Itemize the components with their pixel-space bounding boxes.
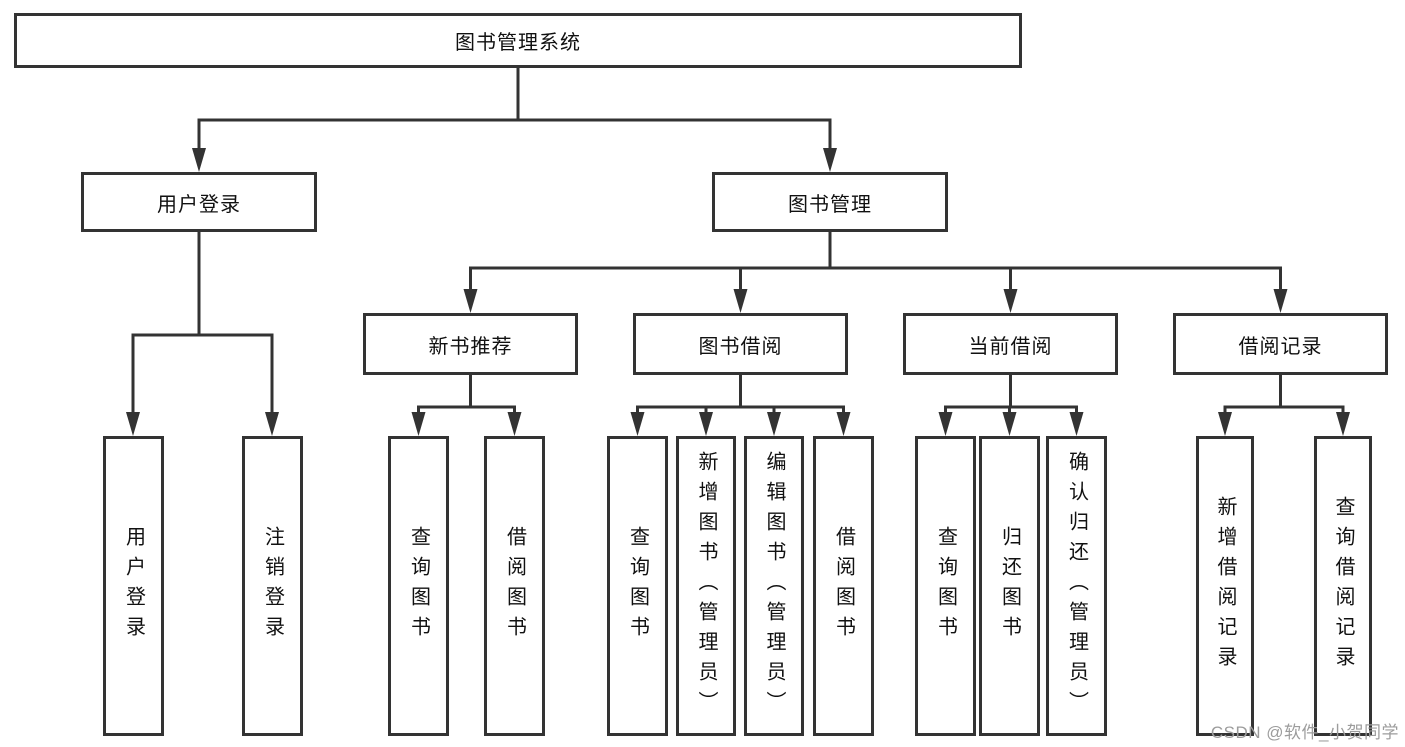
leaf-borrow-query-books: 查询图书 [607, 436, 668, 736]
arrow-down-icon [938, 412, 953, 436]
arrow-down-icon [1336, 412, 1350, 436]
arrow-down-icon [767, 412, 781, 436]
node-book-management: 图书管理 [712, 172, 948, 232]
node-borrowing-records-label: 借阅记录 [1238, 335, 1323, 358]
node-current-borrowing: 当前借阅 [903, 313, 1118, 375]
arrow-down-icon [1273, 289, 1288, 313]
leaf-record-add-label: 新增借阅记录 [1214, 496, 1236, 676]
leaf-current-confirm-return-admin: 确认归还（管理员） [1046, 436, 1107, 736]
csdn-watermark: CSDN @软件_小贺同学 [1210, 723, 1399, 742]
leaf-record-query: 查询借阅记录 [1314, 436, 1372, 736]
arrow-down-icon [411, 412, 426, 436]
arrow-down-icon [1069, 412, 1084, 436]
leaf-logout: 注销登录 [242, 436, 303, 736]
arrowhead-group [126, 148, 1350, 436]
node-book-borrowing-label: 图书借阅 [698, 335, 783, 358]
node-user-login-label: 用户登录 [157, 193, 241, 216]
node-book-borrowing: 图书借阅 [633, 313, 848, 375]
node-root-label: 图书管理系统 [455, 32, 581, 54]
node-new-book-recommend-label: 新书推荐 [428, 335, 513, 358]
arrow-down-icon [192, 148, 206, 172]
node-user-login: 用户登录 [81, 172, 317, 232]
leaf-recommend-borrow-books-label: 借阅图书 [503, 526, 526, 646]
arrow-down-icon [699, 412, 713, 436]
leaf-recommend-query-books-label: 查询图书 [407, 526, 430, 646]
arrow-down-icon [1003, 289, 1018, 313]
node-current-borrowing-label: 当前借阅 [968, 335, 1053, 358]
node-book-management-label: 图书管理 [788, 193, 872, 216]
leaf-recommend-borrow-books: 借阅图书 [484, 436, 545, 736]
leaf-borrow-borrow-books-label: 借阅图书 [832, 526, 855, 646]
arrow-down-icon [265, 412, 279, 436]
node-library-management-system: 图书管理系统 [14, 13, 1022, 68]
arrow-down-icon [507, 412, 522, 436]
leaf-recommend-query-books: 查询图书 [388, 436, 449, 736]
leaf-user-login: 用户登录 [103, 436, 164, 736]
leaf-current-query-books-label: 查询图书 [934, 526, 957, 646]
arrow-down-icon [126, 412, 140, 436]
arrow-down-icon [1218, 412, 1232, 436]
node-borrowing-records: 借阅记录 [1173, 313, 1388, 375]
leaf-logout-label: 注销登录 [261, 526, 284, 646]
leaf-borrow-add-books-admin: 新增图书（管理员） [676, 436, 736, 736]
arrow-down-icon [836, 412, 851, 436]
leaf-current-return-books-label: 归还图书 [998, 526, 1021, 646]
leaf-borrow-query-books-label: 查询图书 [626, 526, 649, 646]
leaf-current-return-books: 归还图书 [979, 436, 1040, 736]
leaf-borrow-add-books-admin-label: 新增图书（管理员） [695, 451, 717, 721]
arrow-down-icon [463, 289, 478, 313]
arrow-down-icon [1002, 412, 1017, 436]
leaf-borrow-edit-books-admin: 编辑图书（管理员） [744, 436, 804, 736]
arrow-down-icon [823, 148, 837, 172]
leaf-record-query-label: 查询借阅记录 [1332, 496, 1354, 676]
leaf-user-login-label: 用户登录 [122, 526, 145, 646]
leaf-borrow-borrow-books: 借阅图书 [813, 436, 874, 736]
leaf-borrow-edit-books-admin-label: 编辑图书（管理员） [763, 451, 785, 721]
arrow-down-icon [733, 289, 748, 313]
leaf-current-confirm-return-admin-label: 确认归还（管理员） [1065, 451, 1088, 721]
leaf-current-query-books: 查询图书 [915, 436, 976, 736]
arrow-down-icon [630, 412, 645, 436]
node-new-book-recommend: 新书推荐 [363, 313, 578, 375]
leaf-record-add: 新增借阅记录 [1196, 436, 1254, 736]
